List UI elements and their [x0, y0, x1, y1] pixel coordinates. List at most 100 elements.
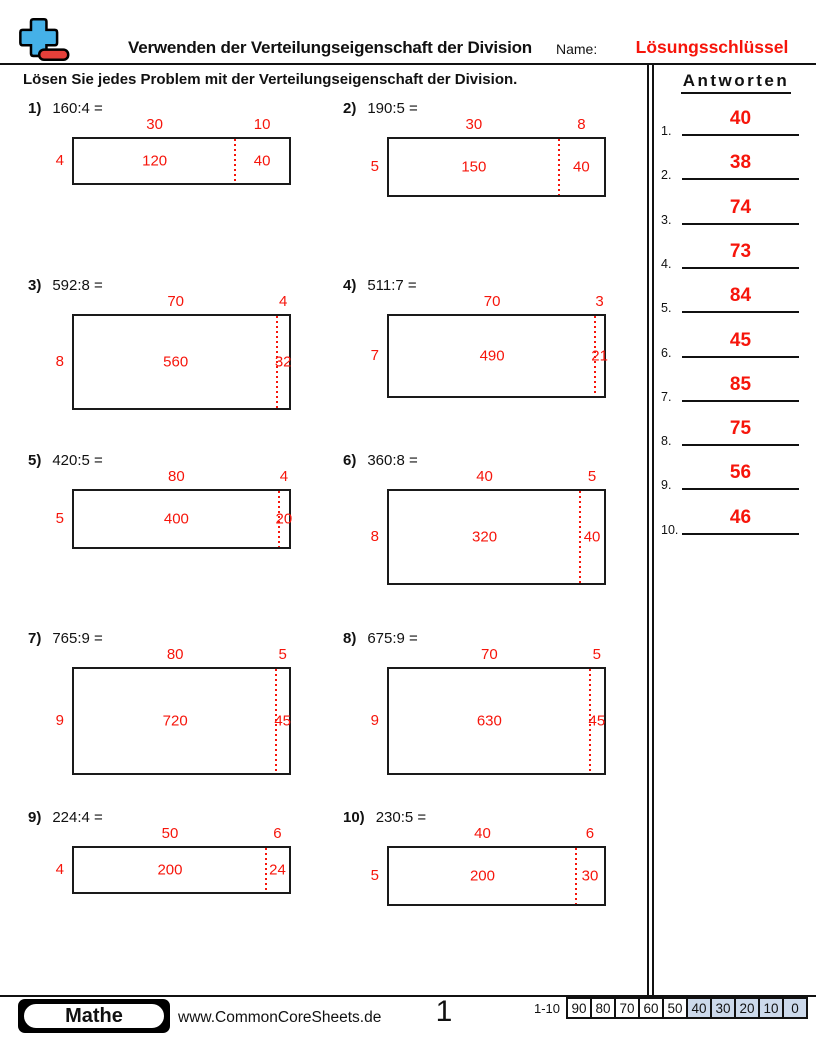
answer-number: 8.	[661, 434, 672, 449]
answer-row: 6. 45	[656, 319, 816, 363]
problem-number: 7)	[28, 630, 42, 647]
box-cell-value-first: 720	[162, 712, 188, 730]
box-split-line	[588, 669, 591, 773]
box-top-label-first: 70	[480, 646, 498, 663]
box-left-label: 9	[55, 712, 64, 729]
answer-number: 7.	[661, 389, 672, 404]
answer-value: 74	[729, 196, 752, 218]
answer-value: 85	[729, 373, 752, 395]
answer-blank-line: 38	[682, 148, 799, 181]
problem-number: 5)	[28, 452, 42, 469]
answer-number: 2.	[661, 168, 672, 183]
box-top-label-second: 8	[577, 116, 586, 133]
answer-blank-line: 73	[682, 237, 799, 269]
answer-value: 40	[729, 108, 752, 129]
box-cell-value-second: 40	[573, 158, 590, 176]
box-top-label-first: 80	[168, 468, 185, 485]
box-top-label-second: 3	[595, 293, 604, 310]
problem-cell: 4) 511:7 = 70 3 7 490 21	[339, 277, 644, 453]
box-top-label-second: 10	[253, 116, 271, 133]
problem-number: 10)	[343, 809, 365, 826]
problem-equation: 224:4 =	[52, 809, 103, 826]
problem-cell: 3) 592:8 = 70 4 8 560 32	[24, 277, 329, 453]
box-left-label: 5	[370, 158, 379, 175]
box-left-label: 4	[55, 861, 64, 878]
area-model-box: 490 21	[387, 314, 608, 398]
score-cell: 70	[614, 997, 640, 1019]
area-model-box: 150 40	[387, 137, 606, 197]
area-model-box: 560 32	[72, 314, 292, 410]
problem-number: 2)	[343, 100, 357, 117]
score-cell-label: 50	[667, 1000, 683, 1016]
answer-blank-line: 75	[682, 414, 799, 447]
answer-blank-line: 45	[682, 326, 799, 358]
answer-value: 45	[729, 329, 752, 351]
answer-blank-line: 56	[682, 458, 799, 491]
score-cell-label: 40	[691, 1000, 707, 1016]
name-label: Name:	[556, 41, 598, 57]
answers-title: Antworten	[656, 71, 816, 94]
box-top-label-first: 70	[483, 293, 501, 310]
score-cell: 20	[734, 997, 760, 1019]
problem-number: 3)	[28, 277, 42, 294]
answer-row: 7. 85	[656, 363, 816, 407]
box-top-label-first: 70	[167, 293, 185, 310]
subject-badge-label: Mathe	[22, 1002, 166, 1030]
answer-number: 5.	[661, 301, 672, 316]
box-top-label-first: 40	[476, 468, 493, 485]
box-left-label: 9	[370, 712, 379, 729]
problem-statement: 3) 592:8 =	[28, 277, 103, 294]
box-cell-value-second: 45	[588, 712, 606, 730]
area-model-box: 120 40	[72, 137, 291, 185]
answer-number: 3.	[661, 212, 672, 227]
box-top-label-second: 5	[587, 468, 597, 485]
box-split-line	[277, 491, 280, 547]
plus-minus-icon	[19, 17, 70, 62]
problem-equation: 675:9 =	[367, 630, 418, 647]
box-left-label: 8	[370, 528, 379, 545]
problem-statement: 6) 360:8 =	[343, 452, 418, 469]
answer-row: 9. 56	[656, 451, 816, 495]
problem-equation: 765:9 =	[52, 630, 103, 647]
problem-number: 6)	[343, 452, 357, 469]
header-rule	[0, 63, 816, 65]
box-top-label-second: 6	[585, 825, 595, 842]
box-cell-value-first: 560	[163, 353, 189, 371]
problem-statement: 7) 765:9 =	[28, 630, 103, 647]
score-cell: 30	[710, 997, 736, 1019]
answer-number: 1.	[661, 124, 672, 138]
box-top-label-first: 40	[474, 825, 491, 842]
box-cell-value-second: 20	[275, 510, 293, 528]
score-cell-label: 90	[571, 1000, 587, 1016]
box-split-line	[275, 669, 278, 773]
area-model-box: 200 30	[387, 846, 606, 906]
box-cell-value-second: 30	[581, 867, 599, 885]
score-cell-label: 10	[763, 1000, 779, 1016]
problem-number: 1)	[28, 100, 42, 117]
score-cell-label: 0	[791, 1000, 799, 1016]
box-cell-value-second: 32	[274, 353, 292, 371]
box-split-line	[276, 316, 279, 408]
answer-value: 38	[729, 152, 752, 174]
area-model-box: 630 45	[387, 667, 606, 775]
problem-equation: 511:7 =	[367, 277, 417, 294]
box-left-label: 4	[55, 152, 64, 169]
box-cell-value-first: 150	[461, 158, 487, 176]
problems-area: 1) 160:4 = 30 10 4 120 40 2) 190:5 = 30 …	[24, 100, 644, 906]
answer-blank-line: 74	[682, 193, 799, 225]
answer-value: 56	[729, 462, 752, 484]
problem-cell: 6) 360:8 = 40 5 8 320 40	[339, 452, 644, 628]
problem-statement: 1) 160:4 =	[28, 100, 103, 117]
answer-key-label: Lösungsschlüssel	[635, 37, 789, 57]
score-cell: 90	[566, 997, 592, 1019]
problem-cell: 2) 190:5 = 30 8 5 150 40	[339, 100, 644, 276]
footer-rule	[0, 995, 816, 997]
box-cell-value-first: 200	[469, 867, 495, 885]
score-range-label: 1-10	[533, 1001, 560, 1016]
box-cell-value-first: 320	[472, 528, 498, 546]
instruction-text: Lösen Sie jedes Problem mit der Verteilu…	[23, 71, 518, 88]
problem-equation: 230:5 =	[375, 809, 427, 826]
score-cell-label: 20	[739, 1000, 755, 1016]
answer-number: 10.	[661, 522, 679, 537]
box-top-label-second: 5	[592, 646, 601, 663]
